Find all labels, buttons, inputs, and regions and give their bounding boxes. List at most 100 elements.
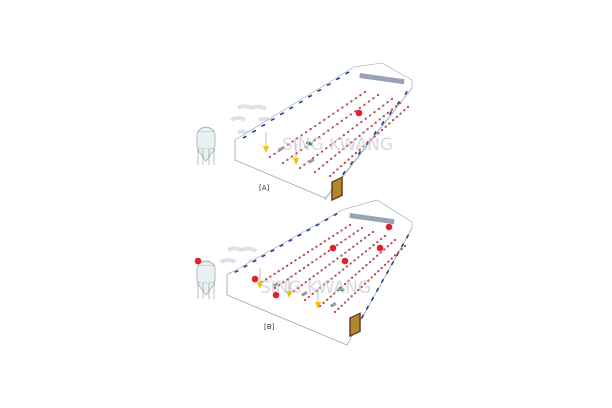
feeder-pan	[370, 124, 373, 128]
callout-badge	[376, 244, 384, 252]
feeder-pan	[357, 288, 360, 292]
feeder-pan	[377, 107, 380, 110]
feeder-pan	[331, 126, 334, 129]
feeder-pan	[332, 171, 335, 174]
exhaust-fan-panel	[349, 213, 395, 225]
controller-box	[305, 141, 313, 146]
feeder-pan	[374, 121, 377, 124]
feeder-pan	[304, 145, 307, 148]
feeder-pan	[347, 298, 350, 301]
feeder-pan	[302, 253, 306, 256]
feeder-pan	[286, 278, 289, 281]
side-window	[342, 170, 346, 176]
feeder-pan	[347, 158, 350, 161]
feeder-pan	[332, 260, 335, 263]
callout-badge	[385, 223, 393, 231]
feeder-pan	[361, 267, 364, 270]
feeder-pan	[327, 115, 330, 118]
house-diagram-a	[196, 62, 413, 202]
callout-badge	[355, 109, 363, 117]
feeder-pan	[352, 245, 355, 248]
feeder-pan	[377, 132, 380, 135]
feeder-pan	[382, 104, 385, 107]
side-window	[288, 238, 293, 242]
feeder-pan	[368, 260, 372, 264]
feeder-pan	[358, 270, 361, 273]
feeder-pan	[386, 101, 389, 104]
feeder-pan	[351, 276, 354, 279]
feeder-pan	[322, 283, 326, 286]
side-window	[307, 94, 313, 98]
feeder-pan	[383, 263, 387, 266]
feeder-pan	[327, 237, 331, 240]
silo-roof	[197, 126, 215, 132]
feeder-pan	[323, 240, 326, 243]
feeder-pan	[294, 272, 297, 275]
feeder-pan	[323, 252, 326, 255]
feeder-pan	[373, 273, 377, 276]
feeder-pan	[345, 265, 349, 268]
side-window	[298, 100, 303, 104]
feeder-pan	[315, 245, 318, 248]
feeder-pan	[340, 119, 343, 123]
feeder-pan	[298, 256, 301, 259]
feeder-pan	[363, 282, 367, 285]
side-window	[326, 83, 331, 87]
feeder-pan	[290, 155, 294, 158]
house-floor	[234, 87, 413, 199]
feeder-pan	[358, 134, 361, 137]
feeder-pan	[332, 112, 335, 115]
feeder-pan	[403, 244, 407, 248]
side-window	[380, 278, 385, 284]
feeder-pan	[403, 109, 406, 112]
side-window	[360, 314, 365, 319]
feeder-pan	[373, 135, 376, 138]
side-window	[335, 77, 341, 81]
feeder-pan	[311, 248, 314, 251]
feeder-pan	[397, 251, 400, 254]
feeder-pan	[380, 237, 383, 241]
feeder-pan	[390, 257, 393, 260]
feeder-pan	[348, 248, 351, 251]
feeder-pan	[303, 298, 307, 302]
feeder-pan	[300, 134, 303, 137]
side-window	[315, 223, 320, 227]
feeder-pan	[314, 124, 317, 128]
feeder-pan	[318, 135, 321, 139]
side-window	[357, 150, 362, 156]
diagram-label-a: [A]	[259, 184, 270, 192]
feeder-pan	[351, 127, 354, 130]
feeder-pan	[329, 143, 332, 147]
side-window	[373, 130, 377, 136]
feeder-pan	[355, 124, 359, 127]
feeder-pan	[388, 122, 391, 125]
watermark-b: SING KWANG	[260, 278, 371, 298]
feeder-pan	[318, 121, 321, 125]
feeder-pan	[376, 240, 379, 244]
feeder-pan	[341, 268, 345, 271]
feeder-pan	[292, 289, 296, 293]
feeder-pan	[383, 234, 387, 238]
feeder-pan	[360, 226, 364, 230]
feeder-pan	[394, 105, 398, 108]
feeder-pan	[322, 132, 325, 135]
feeder-pan	[336, 244, 339, 247]
feeder-pan	[367, 100, 371, 103]
feeder-pan	[349, 113, 352, 116]
feeder-pan	[286, 143, 290, 146]
side-window	[270, 249, 275, 253]
house-outline	[234, 62, 413, 201]
feeder-pan	[353, 259, 356, 262]
feeder-pan	[360, 120, 363, 124]
feeder-pan	[328, 263, 331, 266]
silo-cone	[196, 282, 216, 296]
feeder-pan	[340, 254, 343, 257]
feeder-pan	[368, 247, 371, 250]
feeder-pan	[332, 234, 335, 237]
feeder-pan	[348, 235, 351, 238]
feeder-pan	[340, 229, 343, 232]
feeder-pan	[354, 151, 358, 155]
feeder-pan	[330, 277, 333, 280]
callout-badge	[272, 291, 280, 299]
feeder-pan	[296, 286, 300, 290]
